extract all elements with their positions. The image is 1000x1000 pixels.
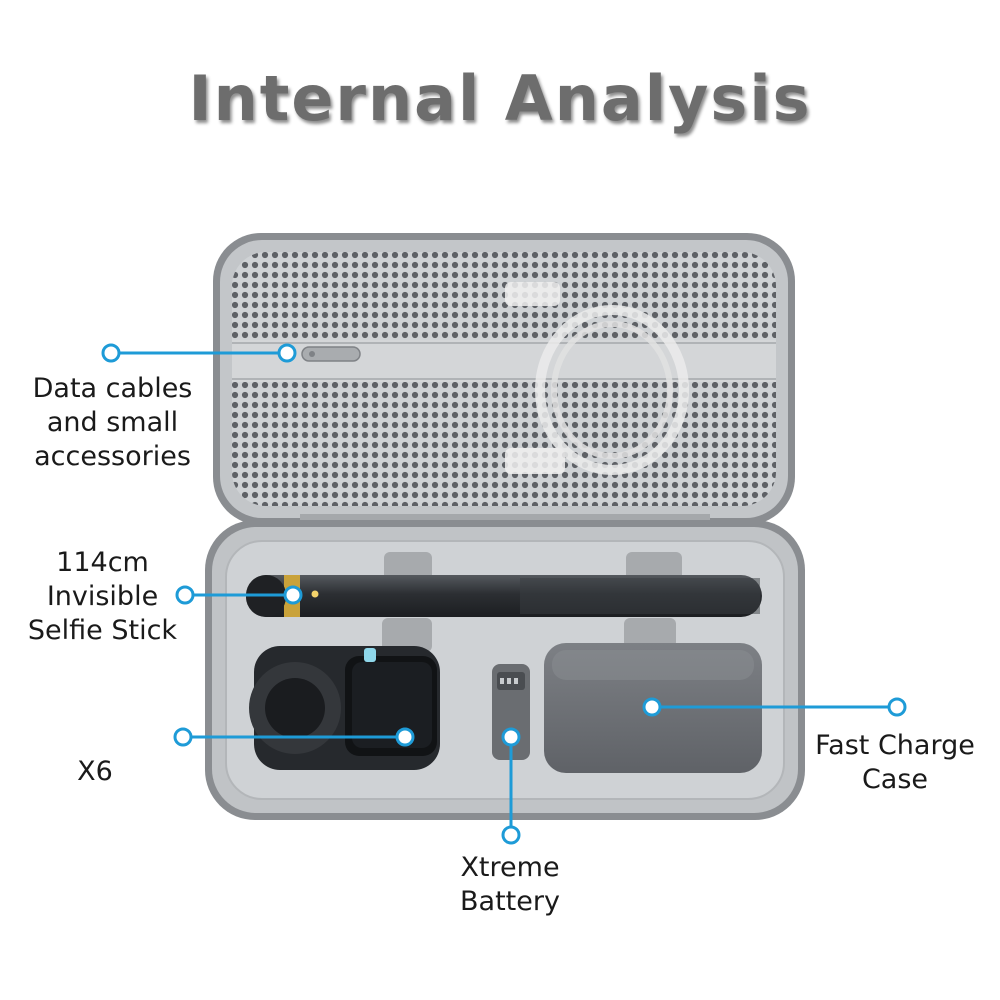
cable-coil-icon [505,282,689,475]
callout-dot [175,585,195,605]
battery-icon [492,664,530,760]
callout-dot [277,343,297,363]
label-camera: X6 [40,755,150,789]
callout-dot [283,585,303,605]
callout-dot [395,727,415,747]
label-selfie-stick: 114cm Invisible Selfie Stick [15,546,190,648]
callout-dot [501,727,521,747]
zipper-pull-icon [301,346,361,362]
label-line: X6 [77,756,113,787]
page-title: Internal Analysis [188,62,812,135]
callout-selfie-stick [175,585,303,605]
callout-camera [173,727,415,747]
callout-dot [642,697,662,717]
label-line: and small [46,407,179,438]
case-lid [213,233,795,525]
label-line: accessories [34,441,191,472]
label-line: Invisible [46,581,159,612]
label-line: Battery [460,886,560,917]
camera-icon [249,646,440,770]
label-battery: Xtreme Battery [420,851,600,919]
callout-dot [173,727,193,747]
label-line: Xtreme [460,852,560,883]
label-line: Data cables [32,373,193,404]
callout-battery [501,727,521,845]
selfie-stick-icon [246,575,762,617]
callout-dot [887,697,907,717]
label-line: Fast Charge [815,730,975,761]
label-charge-case: Fast Charge Case [800,729,990,797]
callout-data-cables [101,343,297,363]
callout-dot [101,343,121,363]
callout-charge-case [642,697,907,717]
callout-dot [501,825,521,845]
case-base [205,520,805,820]
callout-markers [101,343,907,845]
label-data-cables: Data cables and small accessories [15,372,210,474]
label-line: Selfie Stick [27,615,178,646]
label-line: 114cm [56,547,149,578]
label-line: Case [861,764,929,795]
